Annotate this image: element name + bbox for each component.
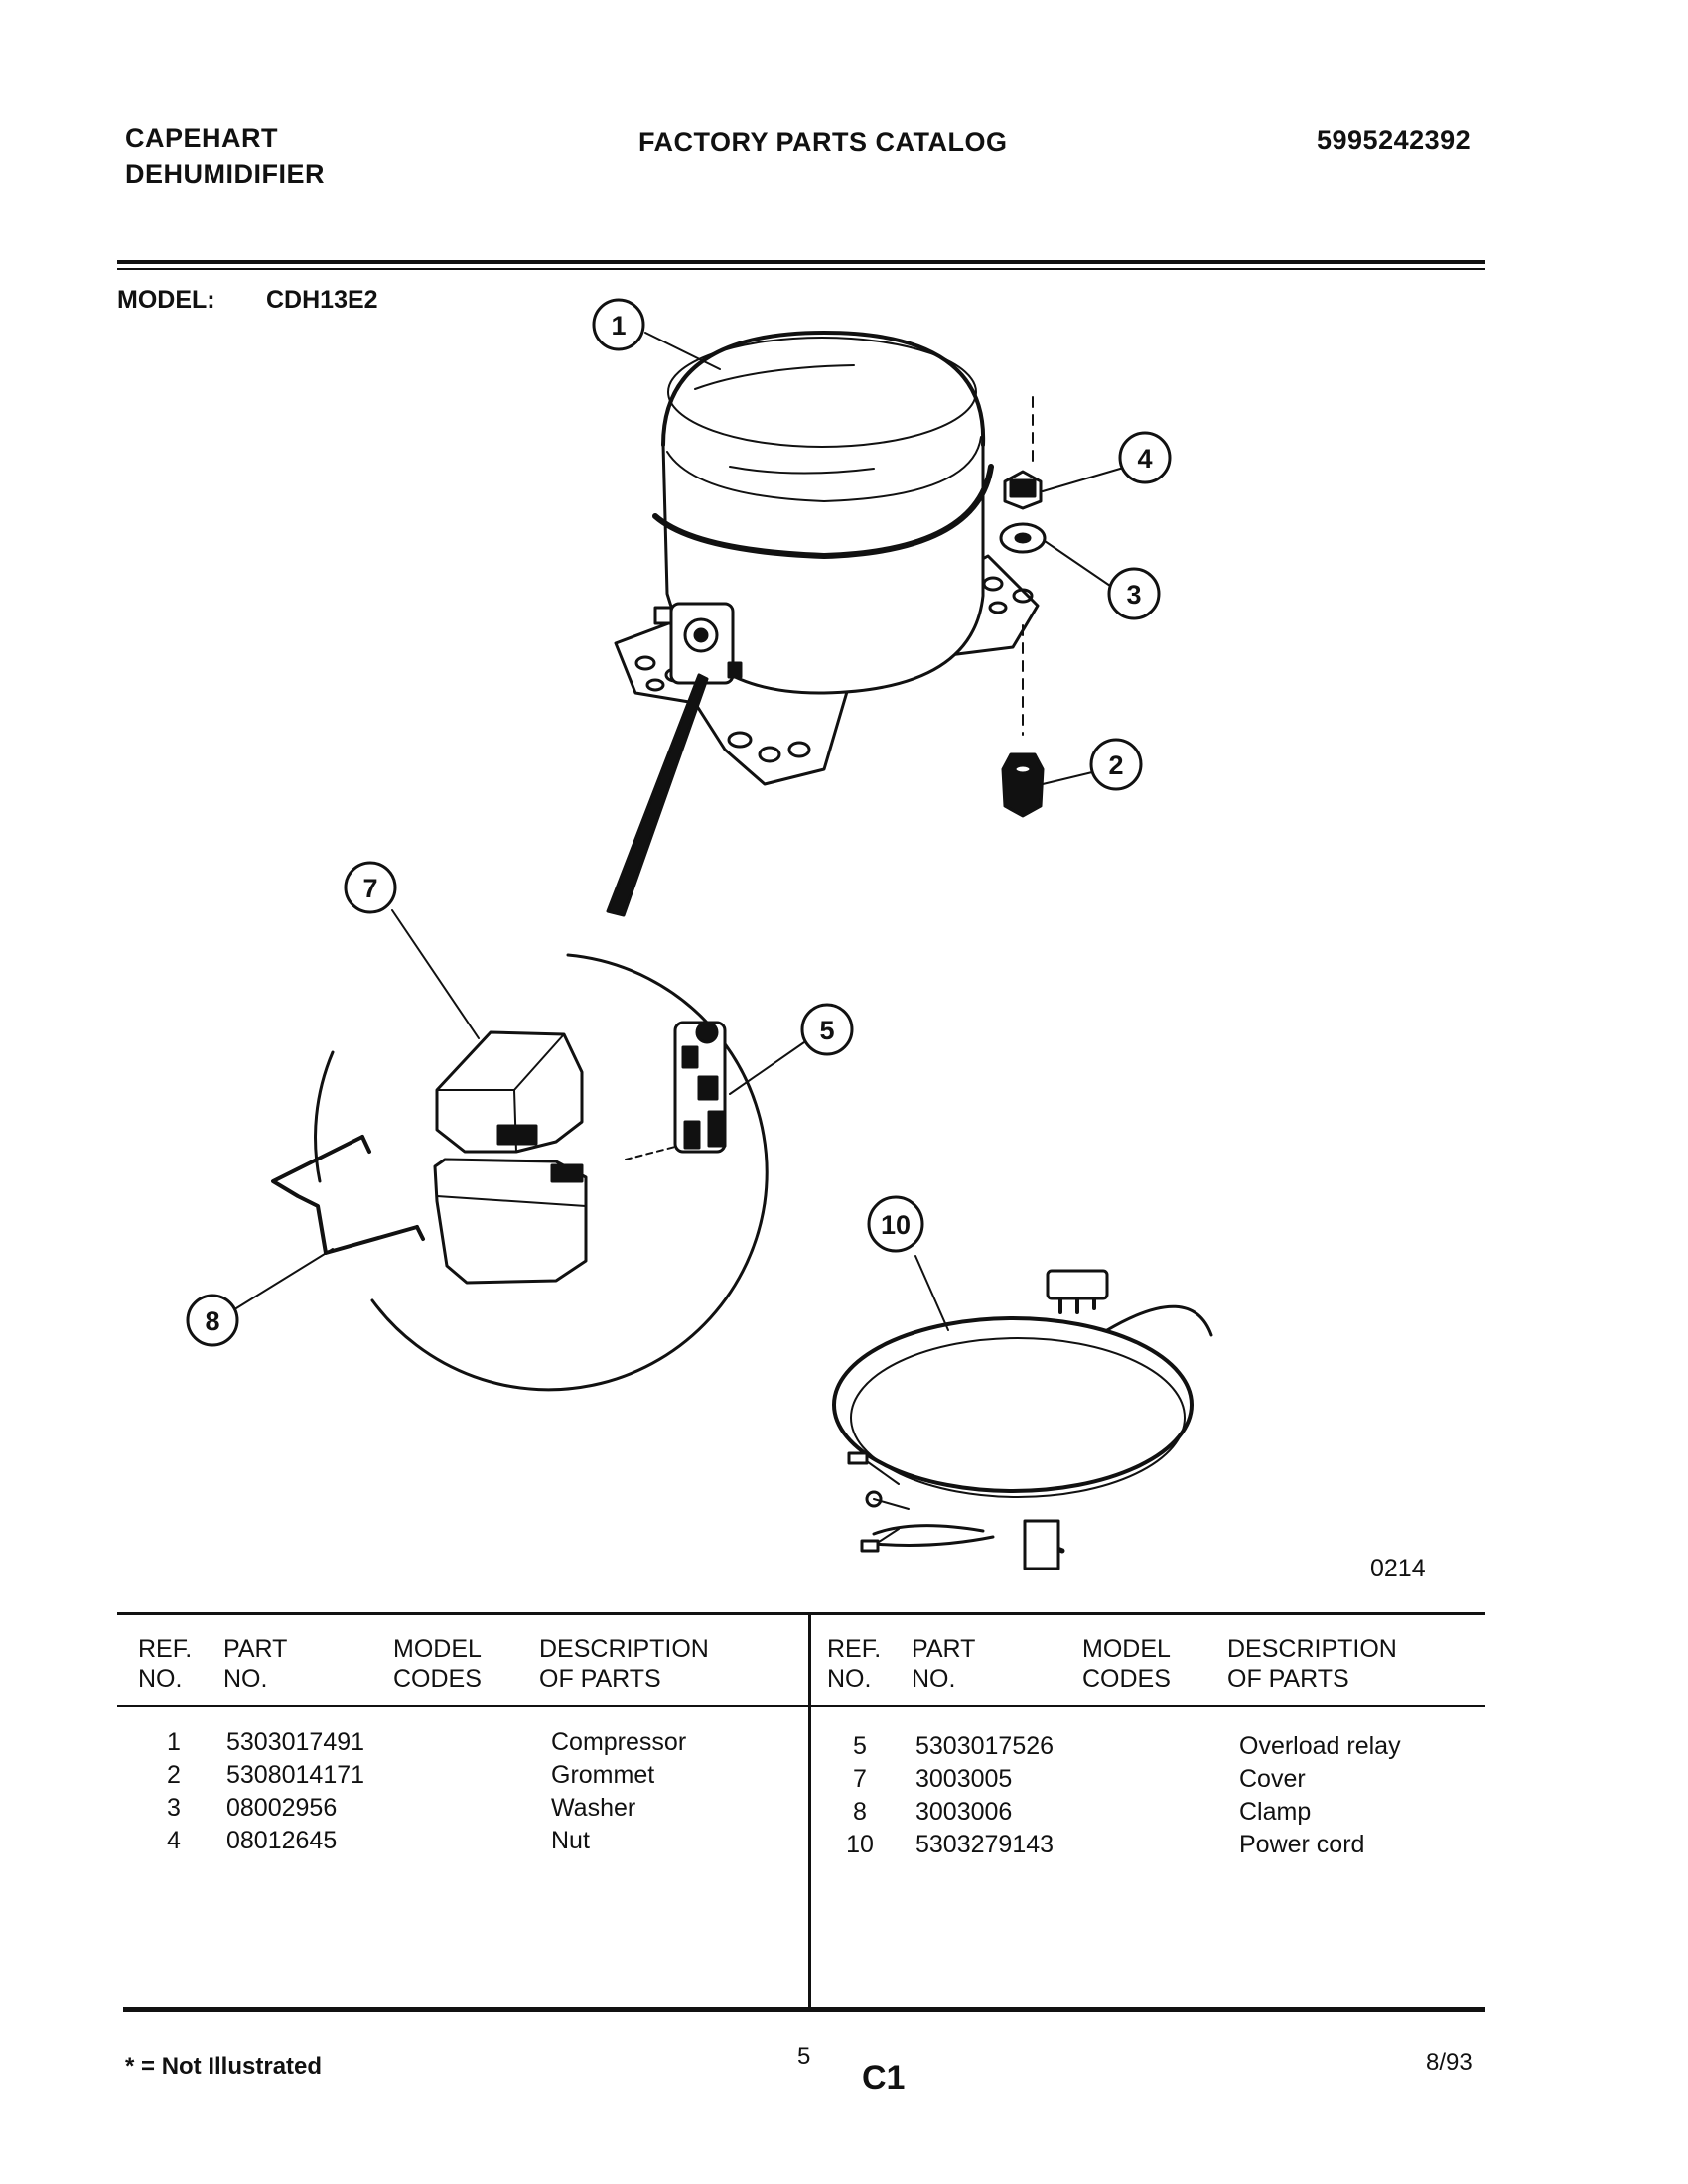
callout-10-label: 10 — [881, 1210, 911, 1240]
table-cell-ref: 2 — [167, 1761, 181, 1789]
model-number: CDH13E2 — [266, 286, 378, 314]
table-top-rule — [117, 1612, 1485, 1615]
figure-code: 0214 — [1370, 1555, 1426, 1582]
leader-4 — [1042, 466, 1128, 492]
callout-2-circle — [1089, 738, 1143, 791]
col-header-part-right: PART NO. — [912, 1635, 976, 1693]
col-header-ref-left: REF. NO. — [138, 1635, 193, 1693]
table-cell-part: 08002956 — [226, 1794, 338, 1822]
detail-leader — [606, 673, 709, 917]
table-cell-ref: 8 — [853, 1798, 867, 1826]
table-cell-part: 5303017526 — [915, 1732, 1055, 1760]
col-header-model-left: MODEL CODES — [393, 1635, 482, 1693]
col-header-model-right: MODEL CODES — [1082, 1635, 1171, 1693]
product-type: DEHUMIDIFIER — [125, 159, 325, 189]
table-cell-ref: 1 — [167, 1728, 181, 1756]
callout-7-circle — [344, 861, 397, 914]
table-bottom-rule — [123, 2007, 1485, 2012]
table-cell-part: 3003005 — [915, 1765, 1013, 1793]
table-cell-part: 5308014171 — [226, 1761, 365, 1789]
col-header-desc-right: DESCRIPTION OF PARTS — [1227, 1635, 1397, 1693]
header-rule-thin — [117, 268, 1485, 270]
table-cell-ref: 3 — [167, 1794, 181, 1822]
page-number: 5 — [797, 2043, 811, 2070]
table-cell-desc: Washer — [551, 1794, 636, 1822]
table-cell-part: 3003006 — [915, 1798, 1013, 1826]
leader-2 — [1042, 771, 1093, 785]
table-cell-desc: Nut — [551, 1827, 590, 1854]
leader-10 — [914, 1255, 949, 1331]
clamp-part — [271, 1135, 425, 1255]
callout-3-label: 3 — [1126, 580, 1141, 610]
table-cell-desc: Compressor — [551, 1728, 687, 1756]
leader-3 — [1044, 540, 1111, 587]
leader-1 — [644, 332, 721, 370]
table-header-rule — [117, 1705, 1485, 1707]
table-cell-desc: Cover — [1239, 1765, 1306, 1793]
table-cell-ref: 5 — [853, 1732, 867, 1760]
table-cell-desc: Power cord — [1239, 1831, 1365, 1858]
callout-10-circle — [867, 1195, 924, 1253]
callout-4-circle — [1118, 431, 1172, 484]
callout-2-label: 2 — [1108, 751, 1123, 780]
leader-8 — [235, 1248, 334, 1309]
grommet-part — [1001, 624, 1045, 818]
table-cell-desc: Overload relay — [1239, 1732, 1401, 1760]
leader-7 — [391, 909, 480, 1039]
revision-date: 8/93 — [1426, 2049, 1473, 2076]
table-cell-ref: 7 — [853, 1765, 867, 1793]
nut-part — [1003, 396, 1043, 510]
callout-1-circle — [592, 298, 645, 351]
col-header-desc-left: DESCRIPTION OF PARTS — [539, 1635, 709, 1693]
table-cell-desc: Grommet — [551, 1761, 655, 1789]
brand-name: CAPEHART — [125, 123, 279, 153]
table-cell-ref: 4 — [167, 1827, 181, 1854]
catalog-number: 5995242392 — [1317, 125, 1472, 155]
catalog-title: FACTORY PARTS CATALOG — [638, 127, 1008, 157]
table-center-divider — [808, 1612, 811, 2009]
detail-circle — [566, 953, 769, 1205]
leader-5 — [729, 1041, 805, 1095]
callout-1-label: 1 — [611, 311, 626, 341]
col-header-ref-right: REF. NO. — [827, 1635, 882, 1693]
col-header-part-left: PART NO. — [223, 1635, 288, 1693]
parts-diagram: 1 2 3 4 5 7 8 10 — [186, 298, 1213, 1570]
table-cell-part: 5303017491 — [226, 1728, 365, 1756]
overload-relay-part — [625, 1021, 727, 1160]
callout-7-label: 7 — [362, 874, 377, 903]
callout-5-label: 5 — [819, 1016, 834, 1045]
table-cell-desc: Clamp — [1239, 1798, 1312, 1826]
model-label: MODEL: — [117, 286, 215, 314]
cover-part — [433, 1030, 588, 1285]
callout-8-circle — [186, 1294, 239, 1347]
callout-5-circle — [800, 1003, 854, 1056]
table-cell-ref: 10 — [846, 1831, 874, 1858]
section-code: C1 — [862, 2059, 906, 2097]
table-cell-part: 5303279143 — [915, 1831, 1055, 1858]
callout-3-circle — [1107, 567, 1161, 620]
callout-8-label: 8 — [205, 1306, 219, 1336]
washer-part — [999, 522, 1047, 554]
compressor-shell — [652, 331, 994, 695]
callout-4-label: 4 — [1137, 444, 1152, 474]
table-cell-part: 08012645 — [226, 1827, 338, 1854]
footnote-not-illustrated: * = Not Illustrated — [125, 2053, 323, 2080]
header-rule-thick — [117, 260, 1485, 264]
power-cord-part — [832, 1269, 1213, 1570]
